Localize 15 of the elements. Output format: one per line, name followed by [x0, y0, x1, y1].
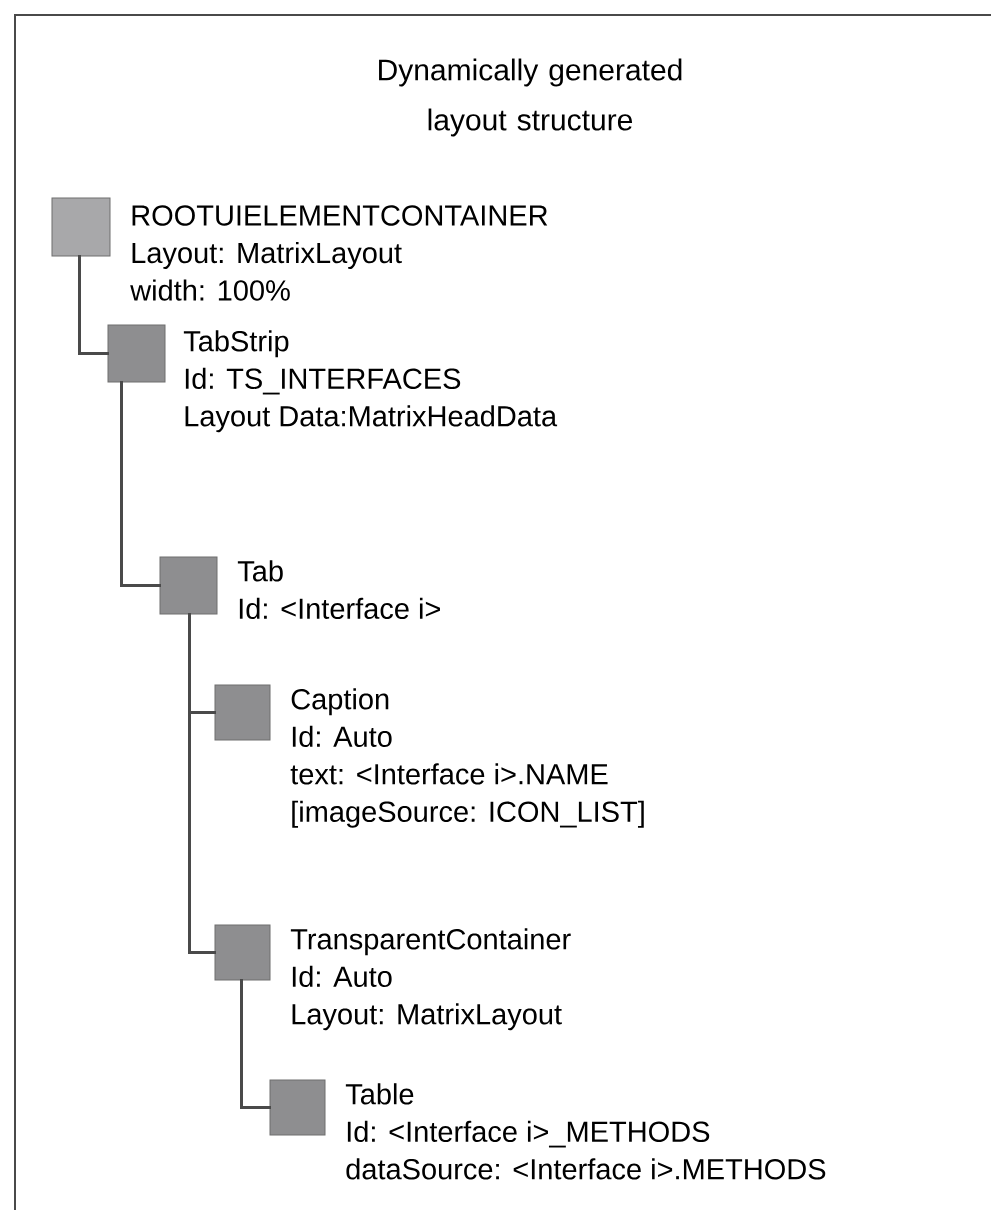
node-label: text: <Interface i>.NAME [290, 763, 608, 785]
node-label: [imageSource: ICON_LIST] [292, 800, 644, 828]
node-label: TransparentContainer Id: Auto Layout: MatrixLayout [290, 928, 571, 1031]
title: Dynamically generated layout structure [379, 58, 682, 137]
node-label: Id: Auto [292, 725, 392, 748]
tree-connector [120, 381, 161, 587]
node-label: Caption Id: Auto text: <Interface i>.NAME [imageSource: ICON_LIST] [290, 688, 644, 828]
node-label: Caption [291, 688, 389, 716]
tree-connector [240, 979, 271, 1109]
node-label: Tab Id: <Interface i> [237, 560, 440, 619]
node-label: ROOTUIELEMENTCONTAINER Layout: MatrixLayout width: 100% [130, 205, 548, 301]
tree-connector [78, 255, 109, 355]
node-label: Table Id: <Interface i>_METHODS dataSource: <Interface i>.METHODS [345, 1083, 826, 1180]
tree-connector [188, 613, 216, 954]
node-label: TabStrip Id: TS_INTERFACES Layout Data:MatrixHeadData [183, 330, 558, 433]
